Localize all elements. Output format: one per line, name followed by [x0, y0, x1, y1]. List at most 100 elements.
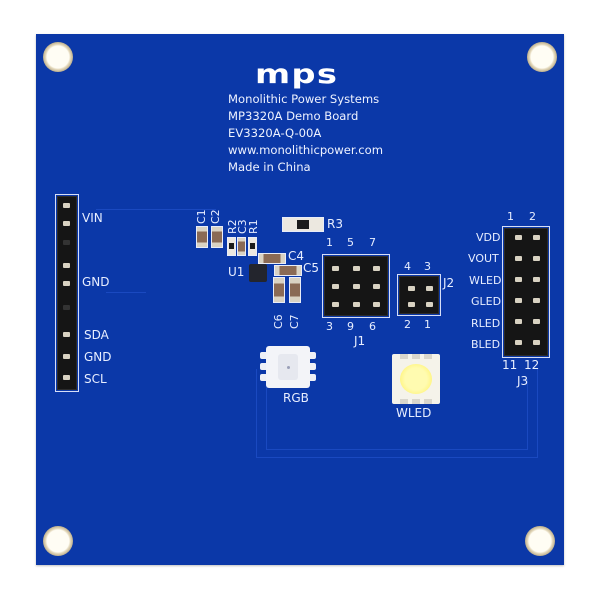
label-c5: C5: [303, 261, 320, 275]
pin: [533, 340, 540, 345]
pin: [63, 203, 70, 208]
j1-pin-6: 6: [369, 320, 376, 333]
rgb-led: [260, 346, 316, 388]
pin: [353, 284, 360, 289]
mps-logo: mps: [255, 59, 339, 90]
label-bled: BLED: [471, 338, 501, 351]
label-c4: C4: [288, 249, 305, 263]
pin: [353, 302, 360, 307]
pin-header-j3[interactable]: [504, 228, 548, 356]
trace: [266, 379, 528, 450]
label-scl: SCL: [84, 372, 107, 386]
pin: [63, 221, 70, 226]
pin: [408, 286, 415, 291]
trace: [96, 209, 216, 210]
label-rled: RLED: [471, 317, 501, 330]
label-gnd-2: GND: [84, 350, 112, 364]
label-c2: C2: [209, 209, 222, 224]
capacitor-c5: [274, 265, 302, 276]
pin: [353, 266, 360, 271]
capacitor-c7: [289, 277, 301, 303]
ic-u1: [249, 264, 267, 282]
label-rgb: RGB: [283, 391, 309, 405]
j1-outline: [322, 254, 390, 318]
pin: [533, 277, 540, 282]
resistor-r3: [282, 217, 324, 232]
pin: [63, 332, 70, 337]
left-pin-header[interactable]: [57, 196, 77, 390]
pin: [332, 266, 339, 271]
pin: [63, 375, 70, 380]
j1-pin-5: 5: [347, 236, 354, 249]
j2-pin-1: 1: [424, 318, 431, 331]
label-c6: C6: [272, 314, 285, 329]
label-u1: U1: [228, 265, 245, 279]
capacitor-c1: [196, 226, 208, 248]
label-gnd-1: GND: [82, 275, 110, 289]
jumper-j1[interactable]: [324, 256, 388, 316]
pin: [533, 256, 540, 261]
j3-pin-2: 2: [529, 210, 536, 223]
j2-outline: [397, 274, 441, 316]
pin: [426, 286, 433, 291]
label-c1: C1: [195, 209, 208, 224]
capacitor-c4: [258, 253, 286, 264]
label-vout: VOUT: [468, 252, 499, 265]
pin: [515, 256, 522, 261]
pcb-board: mps Monolithic Power Systems MP3320A Dem…: [36, 34, 564, 565]
pin: [373, 284, 380, 289]
j1-pin-7: 7: [369, 236, 376, 249]
pin: [533, 235, 540, 240]
j2-pin-4: 4: [404, 260, 411, 273]
pin: [332, 302, 339, 307]
label-vin: VIN: [82, 211, 103, 225]
j3-pin-11: 11: [502, 358, 518, 372]
pin: [63, 354, 70, 359]
resistor-r1: [248, 237, 257, 256]
trace: [256, 369, 538, 458]
j1-pin-3: 3: [326, 320, 333, 333]
pin: [63, 240, 70, 245]
pin: [426, 302, 433, 307]
mounting-hole-top-left: [43, 42, 73, 72]
j1-pin-1: 1: [326, 236, 333, 249]
info-part-number: EV3320A-Q-00A: [228, 126, 322, 140]
pin: [408, 302, 415, 307]
pin: [373, 302, 380, 307]
jumper-j2[interactable]: [399, 276, 439, 314]
label-c7: C7: [288, 314, 301, 329]
pin: [515, 340, 522, 345]
pin: [533, 298, 540, 303]
white-led: [392, 354, 440, 404]
pin: [515, 298, 522, 303]
label-vdd: VDD: [476, 231, 501, 244]
mounting-hole-top-right: [527, 42, 557, 72]
trace: [106, 292, 146, 293]
label-j2: J2: [443, 276, 455, 290]
capacitor-c6: [273, 277, 285, 303]
mounting-hole-bottom-right: [525, 526, 555, 556]
j2-pin-3: 3: [424, 260, 431, 273]
label-r3: R3: [327, 217, 343, 231]
j2-pin-2: 2: [404, 318, 411, 331]
j3-pin-1: 1: [507, 210, 514, 223]
label-sda: SDA: [84, 328, 109, 342]
j1-pin-9: 9: [347, 320, 354, 333]
pin: [332, 284, 339, 289]
left-header-outline: [55, 194, 79, 392]
label-j1: J1: [354, 334, 366, 348]
mounting-hole-bottom-left: [43, 526, 73, 556]
label-j3: J3: [517, 374, 529, 388]
pin: [373, 266, 380, 271]
pin: [515, 319, 522, 324]
label-wled-led: WLED: [396, 406, 432, 420]
pin: [63, 305, 70, 310]
label-r1: R1: [247, 219, 260, 234]
info-origin: Made in China: [228, 160, 311, 174]
resistor-r2: [227, 237, 236, 256]
pin: [533, 319, 540, 324]
j3-pin-12: 12: [524, 358, 540, 372]
pin: [515, 277, 522, 282]
capacitor-c2: [211, 226, 223, 248]
pin: [63, 263, 70, 268]
